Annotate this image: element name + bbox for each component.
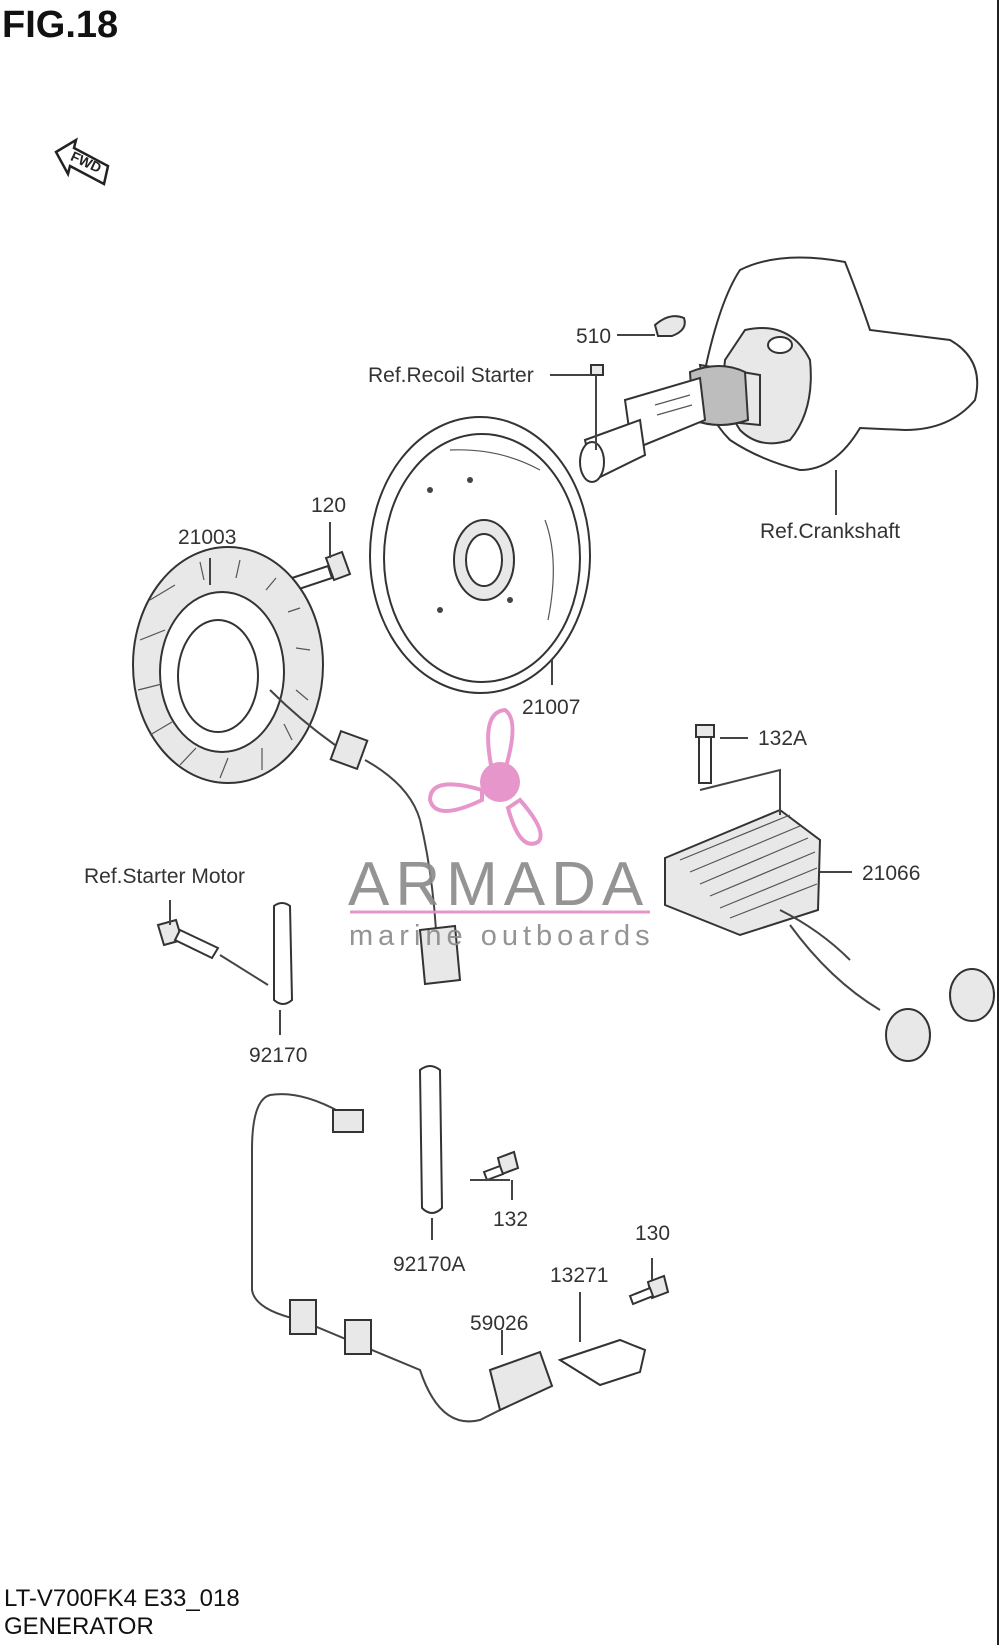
callout-ref-recoil-starter: Ref.Recoil Starter bbox=[368, 364, 534, 387]
starter-motor-bolt-icon bbox=[156, 918, 220, 960]
fwd-arrow-icon: FWD bbox=[54, 137, 110, 186]
crankshaft-icon bbox=[579, 256, 979, 483]
callout-130: 130 bbox=[635, 1222, 670, 1245]
callout-59026: 59026 bbox=[470, 1312, 528, 1335]
bracket-13271-icon bbox=[557, 1338, 647, 1387]
callout-21066: 21066 bbox=[862, 862, 920, 885]
lead-92170-icon bbox=[273, 902, 294, 1005]
figure-title: FIG.18 bbox=[2, 4, 119, 46]
bolt-132-icon bbox=[482, 1150, 520, 1182]
bolt-132a-icon bbox=[695, 724, 715, 784]
propeller-logo-icon bbox=[427, 707, 543, 846]
callout-21003: 21003 bbox=[178, 526, 236, 549]
watermark: ARMADA marine outboards bbox=[348, 707, 655, 952]
stator-coil-icon bbox=[132, 546, 462, 986]
callout-92170: 92170 bbox=[249, 1044, 307, 1067]
watermark-tagline: marine outboards bbox=[349, 920, 655, 952]
regulator-rectifier-icon bbox=[664, 768, 995, 1062]
callout-510: 510 bbox=[576, 325, 611, 348]
key-510-icon bbox=[653, 315, 686, 337]
bolt-120-icon bbox=[290, 550, 352, 592]
callout-132: 132 bbox=[493, 1208, 528, 1231]
callout-132a: 132A bbox=[758, 727, 807, 750]
sensor-59026-icon bbox=[488, 1350, 554, 1412]
page-border bbox=[997, 0, 999, 1645]
bolt-130-icon bbox=[628, 1274, 670, 1306]
callout-120: 120 bbox=[311, 494, 346, 517]
figure-name: GENERATOR bbox=[4, 1613, 154, 1640]
callout-ref-starter-motor: Ref.Starter Motor bbox=[84, 865, 245, 888]
flywheel-rotor-icon bbox=[369, 416, 591, 694]
model-code: LT-V700FK4 E33_018 bbox=[4, 1585, 240, 1612]
callout-13271: 13271 bbox=[550, 1264, 608, 1287]
wire-harness-icon bbox=[251, 1093, 521, 1423]
recoil-pin-icon bbox=[590, 364, 604, 376]
callout-ref-crankshaft: Ref.Crankshaft bbox=[760, 520, 900, 543]
leader-lines bbox=[169, 334, 852, 1355]
callout-21007: 21007 bbox=[522, 696, 580, 719]
lead-92170a-icon bbox=[418, 1065, 444, 1214]
callout-92170a: 92170A bbox=[393, 1253, 465, 1276]
watermark-brand: ARMADA bbox=[348, 850, 649, 919]
